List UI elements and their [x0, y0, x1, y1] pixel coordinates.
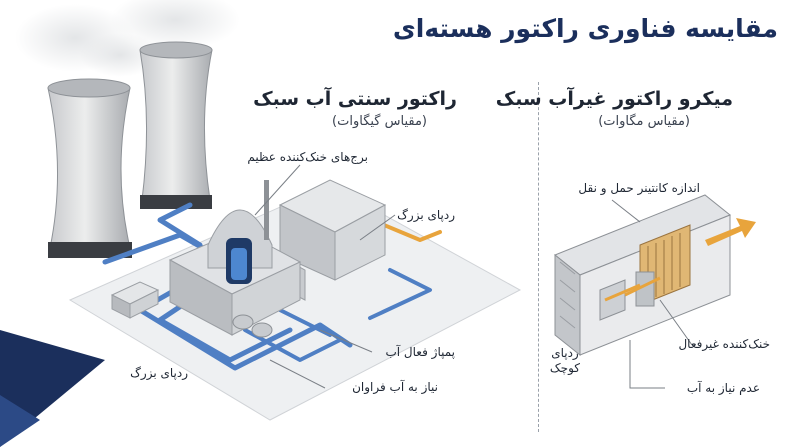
label-container-size: اندازه کانتینر حمل و نقل — [578, 181, 700, 195]
section-divider — [538, 82, 539, 432]
label-no-water: عدم نیاز به آب — [686, 381, 760, 395]
steam-clouds — [15, 0, 240, 77]
storage-tank — [110, 281, 160, 319]
label-water-needed: نیاز به آب فراوان — [352, 380, 438, 394]
label-cooling-towers: برج‌های خنک‌کننده عظیم — [247, 150, 368, 164]
label-small-footprint: ردپای کوچک — [549, 346, 580, 375]
label-large-footprint-top: ردپای بزرگ — [397, 208, 455, 222]
leader-lines — [254, 164, 693, 389]
pump-units — [232, 314, 273, 338]
page-title: مقایسه فناوری راکتور هسته‌ای — [392, 14, 778, 43]
label-large-footprint-bottom: ردپای بزرگ — [130, 366, 188, 380]
cooling-tower-front — [47, 78, 132, 258]
shipping-container — [554, 194, 731, 357]
micro-title: میکرو راکتور غیرآب سبک — [495, 88, 733, 110]
traditional-title: راکتور سنتی آب سبک — [253, 88, 457, 110]
cooling-tower-back — [139, 41, 213, 209]
corner-arrow-accent-2 — [0, 395, 40, 447]
label-passive-cooling: خنک‌کننده غیرفعال — [678, 337, 770, 351]
micro-subtitle: (مقیاس مگاوات) — [598, 114, 690, 129]
heat-output-arrow — [705, 218, 756, 246]
traditional-subtitle: (مقیاس گیگاوات) — [332, 114, 427, 129]
label-active-pumps: پمپاژ فعال آب — [385, 345, 455, 359]
